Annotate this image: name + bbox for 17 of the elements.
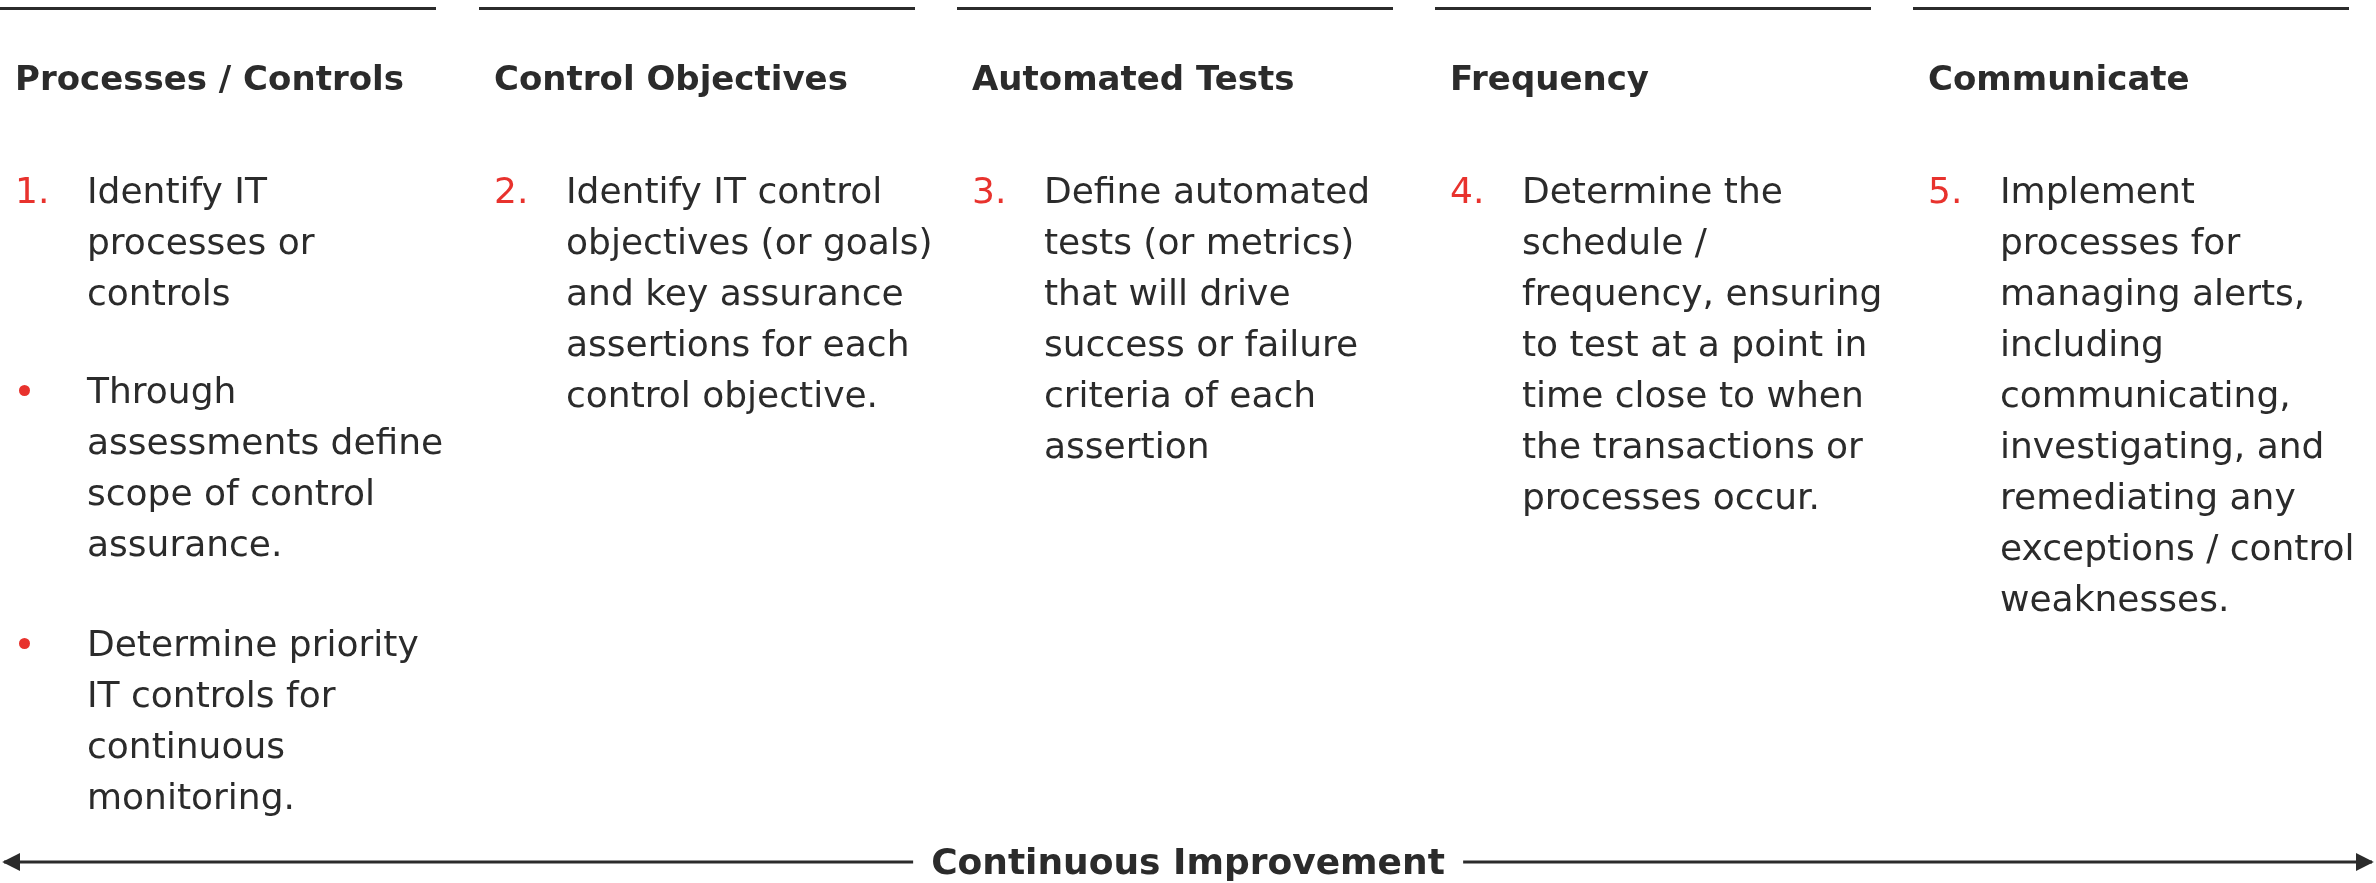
step-description: Determine priority IT controls for continuous monitoring.: [87, 622, 420, 819]
step-description: Through assessments define scope of control assurance.: [87, 369, 445, 566]
step-description: Determine the schedule / frequency, ensuring to test at a point in time close to when the transactions or processes occur.: [1522, 169, 1884, 519]
step-number: 4.: [1450, 169, 1485, 213]
step-number: 3.: [972, 169, 1007, 213]
column-heading: Frequency: [1450, 57, 1649, 100]
step-description: Identify IT processes or controls: [87, 169, 316, 315]
step-number: 1.: [15, 169, 50, 213]
step-description: Implement processes for managing alerts, including communicating, investigating, and remediating any exceptions / control weaknesses.: [2000, 169, 2356, 621]
column-heading: Control Objectives: [494, 57, 848, 100]
step-description: Define automated tests (or metrics) that will drive success or failure criteria of each assertion: [1044, 169, 1372, 468]
column-heading: Automated Tests: [972, 57, 1295, 100]
step-number: 5.: [1928, 169, 1963, 213]
step-number: 2.: [494, 169, 529, 213]
column-heading: Processes / Controls: [15, 57, 404, 100]
step-description: Identify IT control objectives (or goals) and key assurance assertions for each control objective.: [566, 169, 934, 417]
column-heading: Communicate: [1928, 57, 2190, 100]
